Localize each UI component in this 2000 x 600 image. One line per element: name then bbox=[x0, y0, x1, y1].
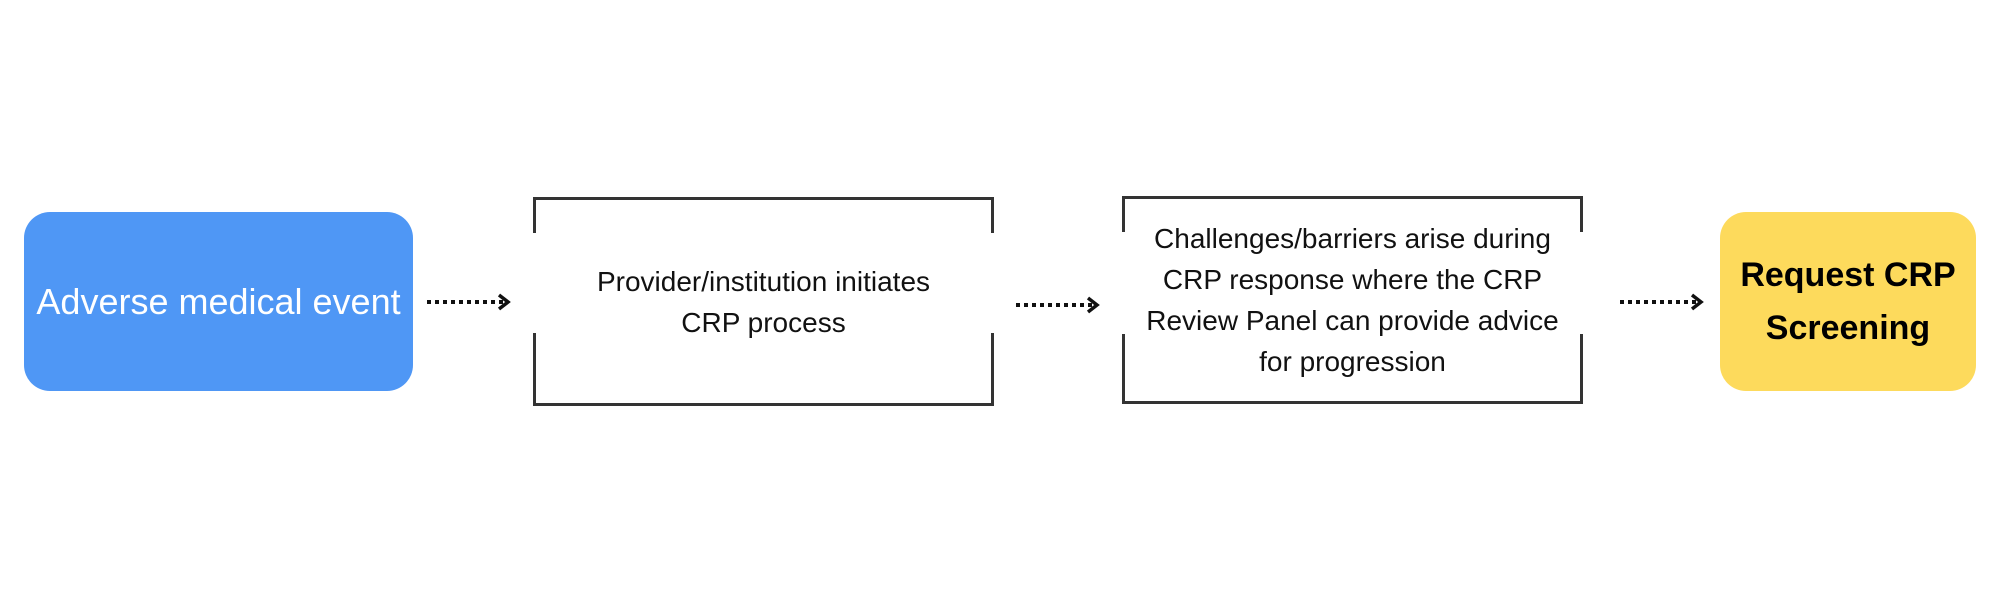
node-challenges-barriers-text: Challenges/barriers arise during CRP res… bbox=[1122, 196, 1583, 404]
arrow-1 bbox=[427, 293, 511, 311]
node-challenges-barriers-line-2: CRP response where the CRP bbox=[1162, 264, 1543, 295]
node-challenges-barriers-bracket bbox=[1122, 196, 1583, 404]
node-challenges-barriers-line-3: Review Panel can provide advice bbox=[1146, 305, 1559, 336]
arrow-2 bbox=[1016, 296, 1100, 314]
node-provider-initiates-bracket-bottom bbox=[533, 333, 994, 406]
node-provider-initiates-bracket bbox=[533, 197, 994, 406]
node-provider-initiates-bracket-top bbox=[533, 197, 994, 233]
node-adverse-medical-event-label: Adverse medical event bbox=[36, 280, 401, 322]
arrow-3 bbox=[1620, 293, 1704, 311]
node-provider-initiates: Provider/institution initiates CRP proce… bbox=[533, 197, 994, 406]
arrow-1-head bbox=[497, 293, 511, 311]
node-challenges-barriers-line-1: Challenges/barriers arise during bbox=[1154, 223, 1551, 254]
node-challenges-barriers-bracket-bottom bbox=[1122, 334, 1583, 404]
arrow-3-head bbox=[1690, 293, 1704, 311]
node-request-crp-screening-line-2: Screening bbox=[1765, 308, 1931, 347]
node-adverse-medical-event: Adverse medical event bbox=[24, 212, 413, 391]
node-challenges-barriers: Challenges/barriers arise during CRP res… bbox=[1122, 196, 1583, 404]
node-challenges-barriers-line-4: for progression bbox=[1259, 346, 1446, 377]
arrow-2-head bbox=[1086, 296, 1100, 314]
node-request-crp-screening-line-1: Request CRP bbox=[1740, 255, 1956, 294]
node-provider-initiates-line-2: CRP process bbox=[681, 306, 846, 338]
node-provider-initiates-line-1: Provider/institution initiates bbox=[596, 265, 931, 297]
node-challenges-barriers-bracket-top bbox=[1122, 196, 1583, 232]
node-request-crp-screening: Request CRP Screening bbox=[1720, 212, 1976, 391]
node-provider-initiates-text: Provider/institution initiates CRP proce… bbox=[533, 197, 994, 406]
